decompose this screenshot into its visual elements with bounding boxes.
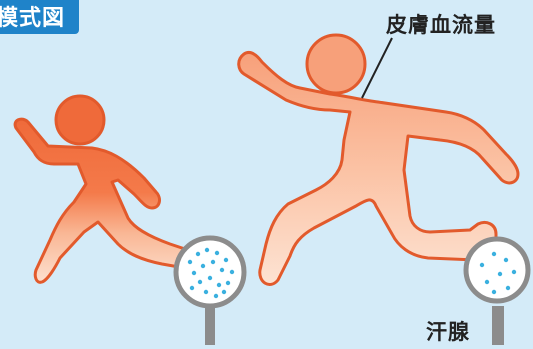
magnifying-glass-icon xyxy=(173,235,247,348)
skin-blood-flow-pointer xyxy=(361,37,393,99)
skin-blood-flow-label: 皮膚血流量 xyxy=(386,13,496,37)
small-runner-icon xyxy=(13,94,207,284)
sweat-gland-dots xyxy=(187,247,235,299)
title-badge: 模式図 xyxy=(0,0,80,34)
sweat-gland-dots xyxy=(479,251,517,295)
sweat-gland-label: 汗腺 xyxy=(426,320,470,344)
magnifying-glass-icon xyxy=(463,236,531,348)
